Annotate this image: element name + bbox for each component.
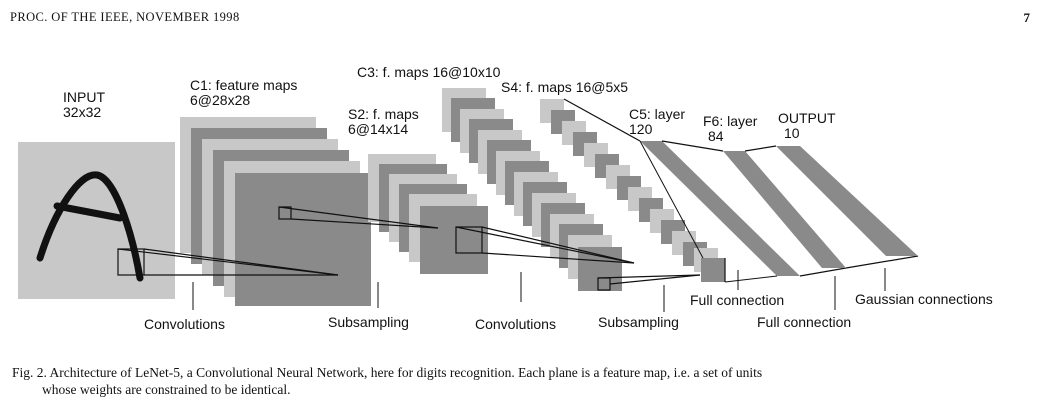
output-layer-band xyxy=(776,146,918,256)
conn-s4-c5-bottom xyxy=(724,275,778,283)
label-output-detail: 10 xyxy=(784,125,800,141)
label-c1-detail: 6@28x28 xyxy=(190,92,250,108)
conn-input-c1-b xyxy=(143,248,339,276)
lenet5-architecture-figure: INPUT 32x32 C1: feature maps 6@28x28 S2:… xyxy=(18,64,993,332)
conn-s2-c3-b xyxy=(481,226,635,264)
label-output-name: OUTPUT xyxy=(778,110,836,126)
conn-s2-c3-c xyxy=(481,252,635,264)
s4-map-16 xyxy=(701,258,725,282)
op-full-connection-1: Full connection xyxy=(690,292,784,308)
c5-layer-band xyxy=(640,141,800,276)
conn-c3-s4-b xyxy=(609,274,701,285)
label-c5-detail: 120 xyxy=(629,121,653,137)
input-digit-a-bar xyxy=(53,202,124,222)
op-full-connection-2: Full connection xyxy=(757,314,851,330)
conn-c1-s2-b xyxy=(290,218,439,229)
conn-c3-s4-a xyxy=(597,274,701,279)
s4-top-edge xyxy=(563,98,641,142)
op-gaussian-connections: Gaussian connections xyxy=(855,291,993,307)
s2-maps xyxy=(368,154,488,274)
label-f6-name: F6: layer xyxy=(703,113,758,129)
figure-caption: Fig. 2. Architecture of LeNet-5, a Convo… xyxy=(12,364,1032,398)
conn-s2-c3-a xyxy=(455,226,635,264)
page-number: 7 xyxy=(1023,10,1031,25)
label-s4-name: S4: f. maps 16@5x5 xyxy=(501,79,628,95)
label-s2-name: S2: f. maps xyxy=(348,106,419,122)
op-subsampling-2: Subsampling xyxy=(598,314,679,330)
c1-maps xyxy=(180,117,371,306)
s2-map-6 xyxy=(420,206,488,274)
caption-line-2: whose weights are constrained to be iden… xyxy=(42,382,291,397)
label-input-detail: 32x32 xyxy=(63,104,101,120)
caption-line-1: Fig. 2. Architecture of LeNet-5, a Convo… xyxy=(12,365,763,380)
label-s2-detail: 6@14x14 xyxy=(348,121,408,137)
input-receptive-field xyxy=(117,248,145,276)
running-header: PROC. OF THE IEEE, NOVEMBER 1998 xyxy=(10,10,240,24)
op-subsampling-1: Subsampling xyxy=(328,314,409,330)
label-f6-detail: 84 xyxy=(708,128,724,144)
conn-f6-out-bottom xyxy=(845,255,919,269)
label-c1-name: C1: feature maps xyxy=(190,77,297,93)
c1-receptive-field xyxy=(278,206,292,220)
input-plane xyxy=(18,142,175,299)
f6-layer-band xyxy=(723,151,846,268)
label-c3-name: C3: f. maps 16@10x10 xyxy=(357,64,501,80)
op-convolutions-1: Convolutions xyxy=(144,316,225,332)
input-digit-a xyxy=(36,171,144,282)
conn-c5-f6-bottom xyxy=(799,267,847,277)
c1-map-6 xyxy=(235,173,371,306)
conn-c5-f6-top xyxy=(661,140,724,152)
op-convolutions-2: Convolutions xyxy=(475,316,556,332)
s4-maps xyxy=(540,99,725,282)
s2-receptive-field xyxy=(455,226,483,254)
conn-c1-s2-a xyxy=(278,206,439,229)
label-c5-name: C5: layer xyxy=(629,106,685,122)
conn-f6-out-top xyxy=(744,145,777,152)
conn-s4-c5-top xyxy=(639,140,704,259)
label-input-name: INPUT xyxy=(63,89,105,105)
c3-maps xyxy=(442,88,622,291)
